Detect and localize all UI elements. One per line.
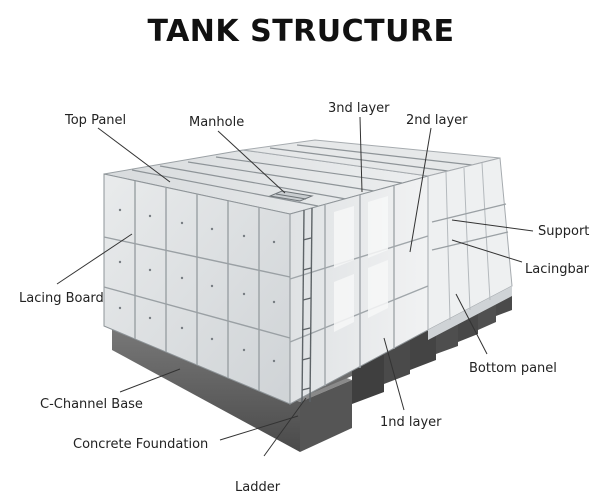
label-third-layer: 3nd layer — [328, 101, 390, 116]
label-bottom-panel: Bottom panel — [469, 361, 557, 376]
label-lacingbar: Lacingbar — [525, 262, 590, 277]
leader-lines — [56, 116, 534, 457]
label-concrete-foundation: Concrete Foundation — [73, 437, 208, 452]
label-first-layer: 1nd layer — [380, 415, 442, 430]
manhole — [268, 190, 314, 202]
side-face — [289, 175, 429, 405]
label-c-channel-base: C-Channel Base — [40, 397, 143, 412]
interior-section — [427, 157, 513, 340]
label-manhole: Manhole — [189, 115, 244, 130]
page-title: TANK STRUCTURE — [147, 14, 455, 49]
ladder — [301, 207, 313, 405]
label-lacing-board: Lacing Board — [19, 291, 104, 306]
label-support: Support — [538, 224, 589, 239]
label-second-layer: 2nd layer — [406, 113, 468, 128]
lacing-board-face — [103, 173, 291, 405]
label-top-panel: Top Panel — [64, 113, 126, 128]
label-ladder: Ladder — [235, 480, 281, 495]
